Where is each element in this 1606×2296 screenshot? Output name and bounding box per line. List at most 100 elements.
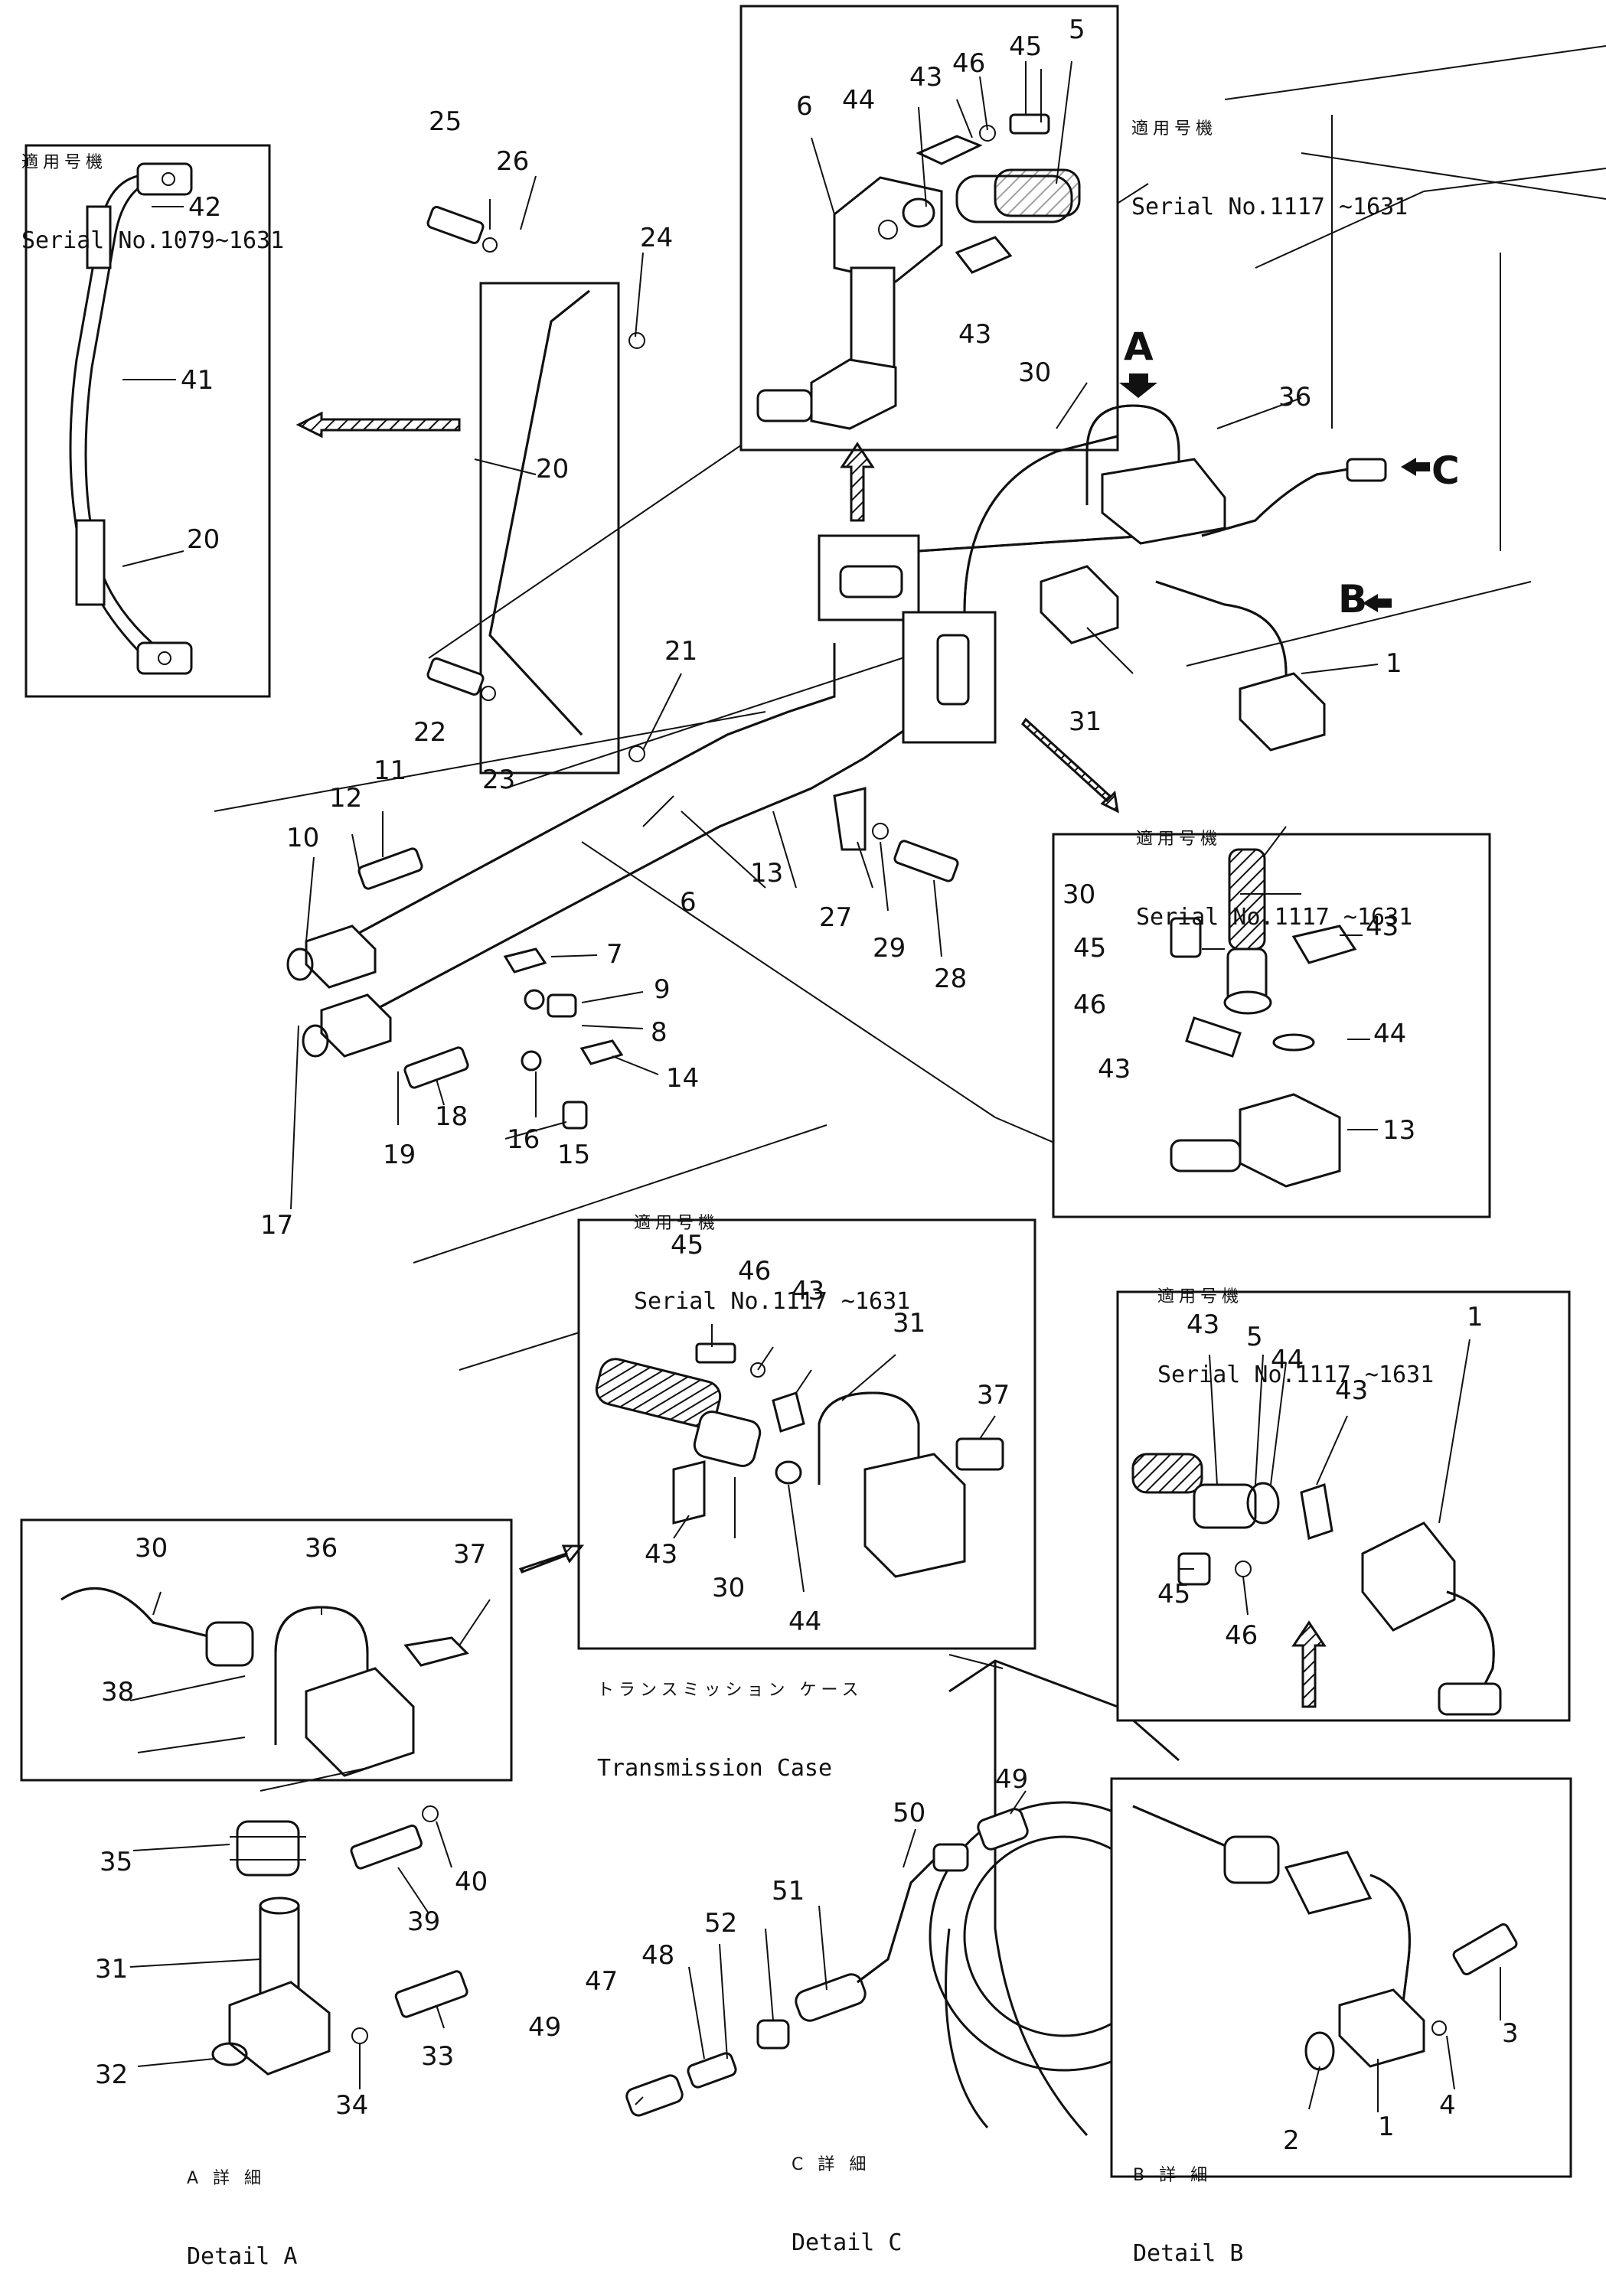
callout: 44	[1271, 1345, 1304, 1375]
callout: 30	[712, 1573, 745, 1603]
serial-caption-mid-right: 適用号機 Serial No.1117 ~1631	[1136, 775, 1412, 957]
serial-caption-jp: 適用号機	[1136, 830, 1222, 849]
callout: 44	[1373, 1019, 1406, 1049]
detail-caption-en: Detail C	[792, 2229, 903, 2256]
callout: 30	[1063, 879, 1095, 910]
serial-caption-en: Serial No.1117 ~1631	[634, 1288, 911, 1315]
callout: 38	[101, 1677, 134, 1707]
callout: 46	[1073, 990, 1106, 1020]
callout: 47	[585, 1966, 618, 1997]
serial-caption-jp: 適用号機	[634, 1214, 720, 1233]
serial-caption-jp: 適用号機	[1157, 1287, 1244, 1306]
callout: 12	[329, 783, 362, 814]
detail-box-mid-right	[1052, 833, 1491, 1218]
callout: 10	[286, 823, 319, 853]
callout: 45	[1157, 1579, 1190, 1609]
callout: 39	[407, 1906, 440, 1937]
callout: 49	[995, 1764, 1028, 1795]
callout: 13	[750, 858, 783, 889]
detail-caption-jp: A 詳 細	[187, 2169, 266, 2188]
detail-box-top	[739, 5, 1119, 452]
callout: 43	[909, 62, 942, 93]
callout: 31	[1069, 706, 1102, 737]
callout: 1	[1386, 648, 1402, 679]
callout: 8	[651, 1017, 668, 1048]
leader-lines	[122, 60, 1501, 2112]
detail-c-caption: C 詳 細 Detail C	[792, 2100, 903, 2282]
callout: 11	[374, 755, 406, 786]
callout: 6	[796, 91, 813, 122]
callout: 27	[819, 902, 852, 933]
callout: 20	[187, 524, 220, 555]
callout: 1	[1467, 1302, 1484, 1332]
detail-box-serial-1079	[24, 144, 271, 698]
callout: 45	[1073, 933, 1106, 964]
callout: 7	[606, 939, 623, 970]
arrow-up-icon	[840, 442, 875, 522]
detail-b-box	[1110, 1777, 1572, 2178]
detail-caption-en: Detail A	[187, 2243, 298, 2270]
view-c-arrow-icon	[1401, 458, 1430, 476]
callout: 37	[453, 1539, 486, 1570]
callout: 46	[1225, 1620, 1258, 1651]
callout: 20	[536, 454, 569, 484]
callout: 44	[788, 1606, 821, 1637]
serial-caption-center: 適用号機 Serial No.1117 ~1631	[634, 1159, 910, 1341]
callout: 46	[952, 48, 985, 79]
arrow-up-icon-b	[1291, 1620, 1327, 1708]
transmission-caption-jp: トランスミッション ケース	[597, 1681, 863, 1700]
serial-caption-en: Serial No.1117 ~1631	[1131, 194, 1409, 220]
detail-a-parts	[211, 1767, 468, 2076]
callout: 5	[1069, 15, 1085, 45]
callout: 1	[1378, 2112, 1395, 2142]
callout: 43	[958, 319, 991, 350]
callout: 3	[1502, 2018, 1519, 2049]
detail-a-box	[20, 1518, 513, 1782]
serial-caption-1079: 適用号機 Serial No.1079~1631	[21, 98, 284, 280]
arrow-left-icon	[295, 411, 461, 439]
view-letter-a: A	[1124, 325, 1154, 369]
view-arrows	[295, 373, 1430, 1708]
callout: 16	[507, 1124, 540, 1155]
callout: 31	[95, 1954, 128, 1985]
callout: 22	[413, 717, 446, 748]
callout: 43	[1335, 1375, 1368, 1406]
callout: 52	[704, 1908, 737, 1939]
transmission-caption-en: Transmission Case	[597, 1755, 833, 1782]
callout: 43	[645, 1539, 677, 1570]
detail-c-parts	[625, 1808, 1029, 2117]
detail-a-caption: A 詳 細 Detail A	[187, 2114, 298, 2296]
callout: 9	[654, 974, 671, 1005]
callout: 31	[893, 1308, 925, 1339]
view-a-arrow-icon	[1119, 373, 1157, 398]
callout: 15	[557, 1140, 590, 1170]
callout: 43	[1366, 912, 1399, 942]
view-letter-b: B	[1338, 577, 1367, 621]
callout: 4	[1439, 2090, 1456, 2121]
serial-caption-top: 適用号機 Serial No.1117 ~1631	[1131, 64, 1408, 246]
serial-caption-en: Serial No.1079~1631	[21, 227, 285, 254]
callout: 40	[455, 1867, 488, 1897]
serial-caption-lower-right: 適用号機 Serial No.1117 ~1631	[1157, 1232, 1434, 1414]
callout: 17	[260, 1210, 293, 1241]
view-b-arrow-icon	[1363, 594, 1392, 612]
callout: 19	[383, 1140, 416, 1170]
callout: 36	[1278, 382, 1311, 413]
callout: 48	[641, 1940, 674, 1971]
callout: 33	[421, 2041, 454, 2072]
callout: 29	[873, 933, 906, 964]
callout: 42	[188, 192, 221, 223]
callout: 28	[934, 964, 967, 994]
callout: 5	[1246, 1322, 1263, 1352]
detail-b-caption: B 詳 細 Detail B	[1133, 2111, 1244, 2293]
callout: 26	[496, 146, 529, 177]
callout: 13	[1382, 1115, 1415, 1146]
callout: 50	[893, 1798, 925, 1828]
detail-box-lower-right	[1116, 1290, 1571, 1722]
callout: 43	[1187, 1309, 1219, 1340]
callout: 45	[1009, 31, 1042, 62]
callout: 35	[100, 1847, 132, 1877]
callout: 6	[680, 887, 697, 918]
callout: 51	[772, 1876, 805, 1906]
